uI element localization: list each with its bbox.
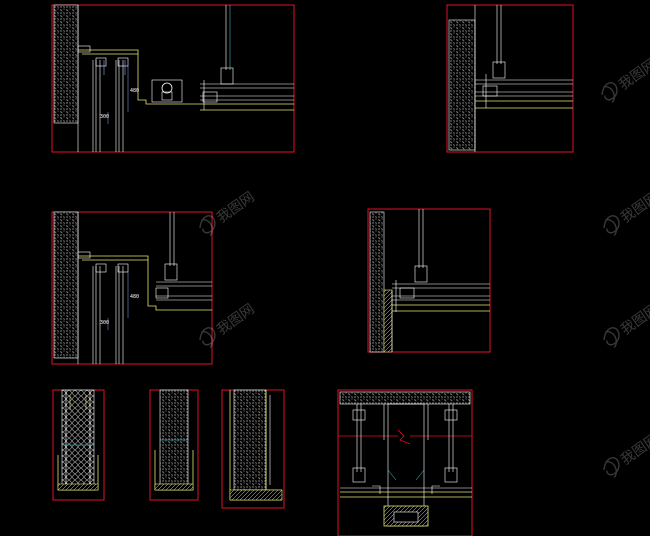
detail-5-wall-section [52, 389, 105, 501]
detail-2-wall [448, 19, 476, 151]
dimension-label: 300 [100, 114, 109, 120]
watermark-mark: 我图网 [603, 189, 650, 236]
watermark-text: 我图网 [214, 301, 258, 338]
detail-5-insulation [61, 389, 95, 491]
watermark-text: 我图网 [616, 56, 650, 93]
detail-8-slab [339, 391, 471, 405]
detail-2-frame [446, 4, 574, 153]
watermark-text: 我图网 [618, 189, 650, 226]
dimension-label: 300 [100, 320, 109, 326]
watermark-mark: 我图网 [199, 301, 258, 348]
detail-1-ceiling-curtain-box: 480 300 [51, 4, 295, 153]
logo-swirl-icon [603, 457, 620, 478]
detail-4-frame [367, 208, 491, 353]
watermark-mark: 我图网 [603, 431, 650, 478]
watermark-text: 我图网 [214, 189, 258, 226]
logo-swirl-icon [603, 327, 620, 348]
dimension-label: 480 [130, 88, 139, 94]
watermark-mark: 我图网 [601, 56, 650, 103]
detail-2-wall-ceiling-junction [446, 4, 574, 153]
logo-swirl-icon [601, 82, 618, 103]
detail-7-core [233, 389, 267, 491]
logo-swirl-icon [199, 327, 216, 348]
dimension-label: 480 [130, 294, 139, 300]
logo-swirl-icon [199, 215, 216, 236]
detail-8-frame [337, 389, 473, 536]
break-line-icon [397, 429, 411, 445]
logo-swirl-icon [603, 215, 620, 236]
detail-4-wall [369, 211, 385, 353]
detail-3-wall [53, 211, 79, 359]
watermark-mark: 我图网 [199, 189, 258, 236]
detail-1-frame [51, 4, 295, 153]
detail-1-wall [53, 4, 79, 124]
detail-3-frame [51, 211, 213, 365]
detail-8-ceiling-light-trough [337, 389, 473, 536]
detail-6-wall-section [149, 389, 199, 501]
watermark-mark: 我图网 [603, 301, 650, 348]
detail-4-finish-layer [383, 289, 393, 353]
watermark-text: 我图网 [618, 431, 650, 468]
detail-7-wall-section [221, 389, 285, 509]
detail-4-wall-ceiling-junction [367, 208, 491, 353]
detail-3-ceiling-curtain-box: 480 300 [51, 211, 213, 365]
watermark-text: 我图网 [618, 301, 650, 338]
